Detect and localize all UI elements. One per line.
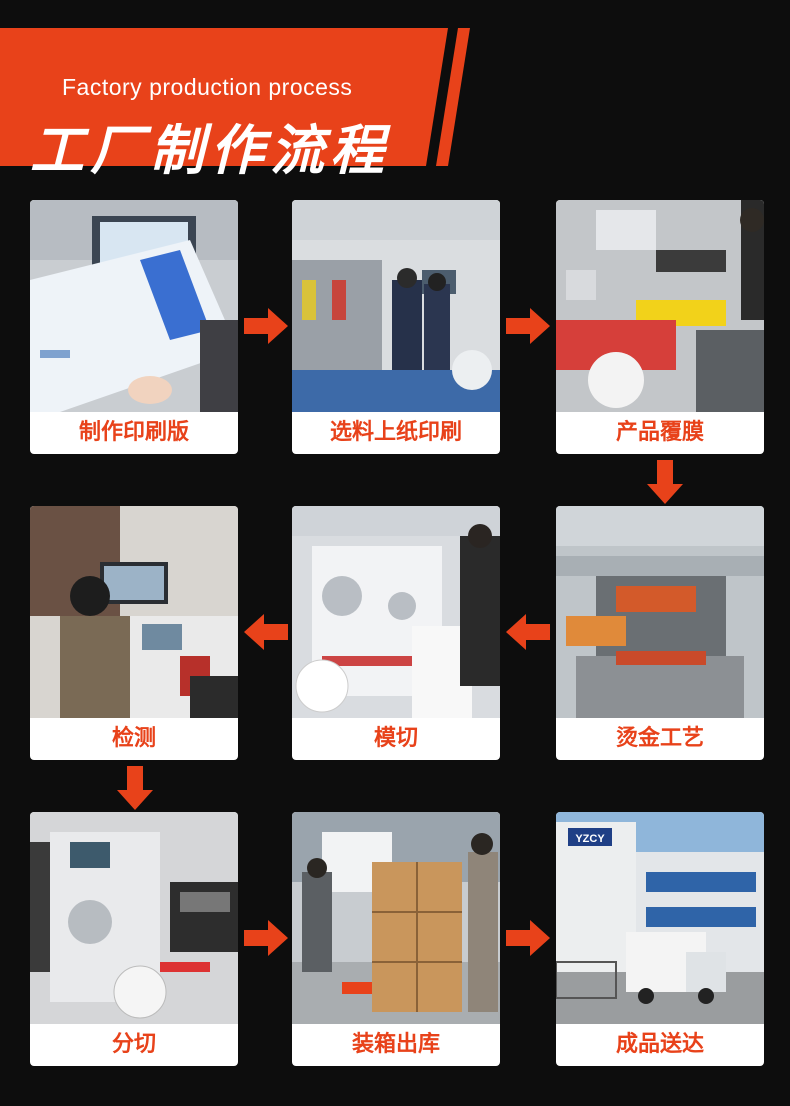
- step-card-6: 检测: [30, 506, 238, 760]
- arrow-left-icon: [506, 614, 550, 650]
- header-title-cn: 工厂制作流程: [30, 119, 390, 182]
- step-label: 分切: [111, 1032, 156, 1057]
- step-photo-packing: [292, 812, 500, 1024]
- header-banner: Factory production process 工厂制作流程: [0, 28, 470, 182]
- step-card-3: 产品覆膜: [556, 200, 764, 454]
- arrow-right-icon: [244, 920, 288, 956]
- step-photo-plate-making: [30, 200, 238, 412]
- step-label: 制作印刷版: [78, 420, 189, 445]
- arrow-right-icon: [244, 308, 288, 344]
- step-label: 模切: [373, 726, 418, 751]
- step-card-9: YZCY 成品送达: [556, 812, 764, 1066]
- arrow-left-icon: [244, 614, 288, 650]
- arrow-down-icon: [117, 766, 153, 810]
- header-title-en: Factory production process: [62, 74, 353, 100]
- step-photo-hot-stamping: [556, 506, 764, 718]
- header-shape: [0, 28, 470, 166]
- step-label: 成品送达: [615, 1032, 704, 1057]
- arrow-down-icon: [647, 460, 683, 504]
- step-label: 检测: [111, 726, 156, 751]
- step-photo-laminating: [556, 200, 764, 412]
- step-photo-delivery: YZCY: [556, 812, 764, 1024]
- step-photo-inspection: [30, 506, 238, 718]
- step-card-2: 选料上纸印刷: [292, 200, 500, 454]
- step-photo-printing: [292, 200, 500, 412]
- step-photo-slitting: [30, 812, 238, 1024]
- step-card-1: 制作印刷版: [30, 200, 238, 454]
- step-label: 烫金工艺: [615, 726, 704, 751]
- step-card-7: 分切: [30, 812, 238, 1066]
- step-photo-die-cutting: [292, 506, 500, 718]
- step-label: 产品覆膜: [615, 420, 704, 445]
- step-card-8: 装箱出库: [292, 812, 500, 1066]
- step-card-4: 烫金工艺: [556, 506, 764, 760]
- step-label: 选料上纸印刷: [329, 420, 462, 445]
- step-card-5: 模切: [292, 506, 500, 760]
- step-label: 装箱出库: [351, 1032, 440, 1057]
- factory-sign-text: YZCY: [575, 833, 605, 845]
- arrow-right-icon: [506, 308, 550, 344]
- arrow-right-icon: [506, 920, 550, 956]
